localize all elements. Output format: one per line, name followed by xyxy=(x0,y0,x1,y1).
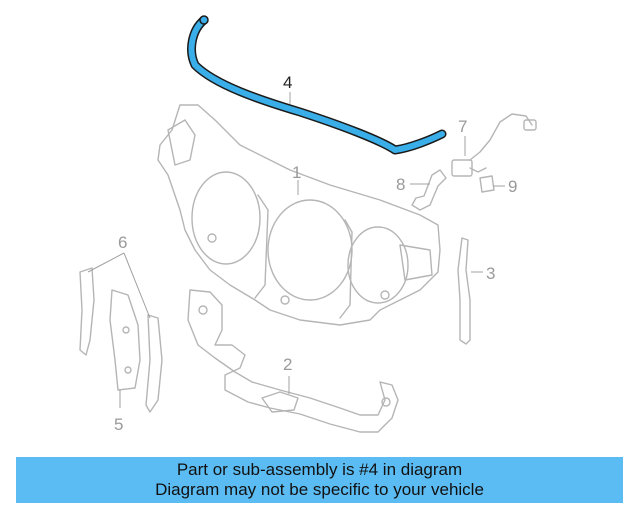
callout-6: 6 xyxy=(118,233,127,252)
part-9-clip xyxy=(479,175,495,193)
part-2-lower-crossmember xyxy=(187,289,399,433)
parts-diagram: 1 2 3 4 5 6 7 8 9 xyxy=(79,15,537,434)
leader-lines xyxy=(87,92,505,408)
part-3-bracket xyxy=(457,237,471,345)
part-5-reinforcement xyxy=(109,289,141,391)
callout-7: 7 xyxy=(458,117,467,136)
part-1-radiator-support xyxy=(157,104,441,326)
banner-line-disclaimer: Diagram may not be specific to your vehi… xyxy=(155,480,484,499)
part-4-seal-highlighted[interactable] xyxy=(187,15,447,155)
info-banner: Part or sub-assembly is #4 in diagram Di… xyxy=(16,457,623,503)
banner-line-part: Part or sub-assembly is #4 in diagram xyxy=(176,460,463,479)
callout-2: 2 xyxy=(283,355,292,374)
callout-5: 5 xyxy=(114,415,123,434)
callout-9: 9 xyxy=(508,177,517,196)
part-6-side-brackets xyxy=(79,267,163,413)
callout-1: 1 xyxy=(292,163,301,182)
part-7-wiring-harness xyxy=(451,113,537,177)
callout-8: 8 xyxy=(396,175,405,194)
callout-4: 4 xyxy=(283,73,292,92)
callout-3: 3 xyxy=(486,264,495,283)
part-8-sensor xyxy=(411,169,447,211)
